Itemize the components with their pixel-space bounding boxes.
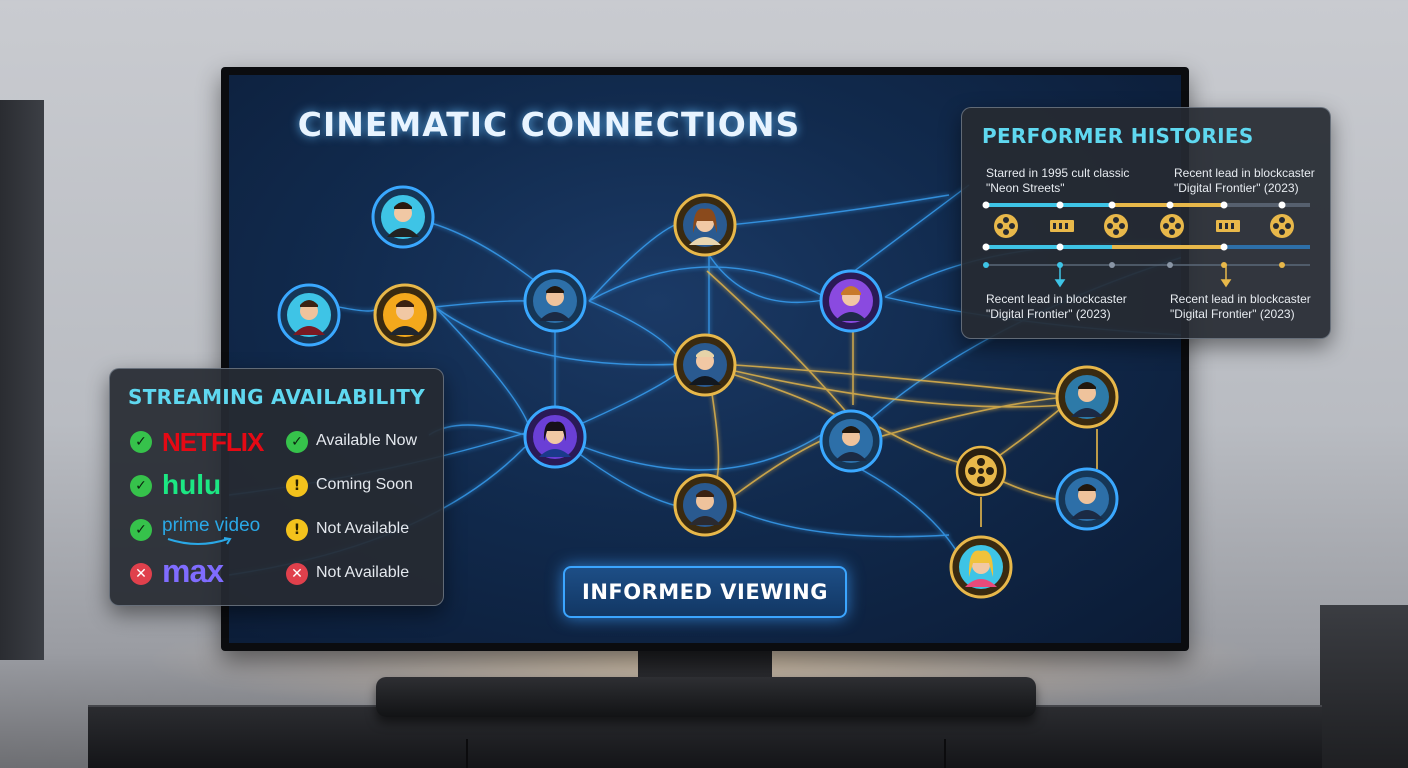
- soundbar: [376, 677, 1036, 717]
- x-icon: ✕: [286, 563, 308, 585]
- film-reel-icon: [955, 445, 1007, 497]
- film-reel-icon: [994, 214, 1018, 238]
- warning-icon: !: [286, 475, 308, 497]
- connection-line: [588, 222, 680, 302]
- history-note: Starred in 1995 cult classic "Neon Stree…: [986, 166, 1130, 195]
- timeline-dot: [1108, 201, 1116, 209]
- avatar: [1055, 467, 1119, 531]
- max-logo: max: [162, 553, 224, 589]
- timeline-dot: [982, 243, 990, 251]
- gold-connection-line: [734, 364, 1066, 396]
- gold-connection-line: [878, 426, 962, 464]
- timeline-dot: [1056, 201, 1064, 209]
- service-status: Not Available: [316, 564, 410, 581]
- speaker-right: [1320, 605, 1408, 768]
- avatar: [673, 193, 737, 257]
- film-strip-icon: [1050, 220, 1074, 232]
- histories-panel-title: PERFORMER HISTORIES: [982, 124, 1254, 148]
- film-reel-icon: [1160, 214, 1184, 238]
- connection-line: [848, 184, 970, 276]
- connection-network: [229, 184, 1181, 599]
- gold-connection-line: [706, 270, 850, 416]
- timeline-dot: [1056, 243, 1064, 251]
- avatar: [673, 333, 737, 397]
- prime-smile-icon: [167, 537, 232, 545]
- avatar: [673, 473, 737, 537]
- service-row-max[interactable]: ✕ max ✕ Not Available: [128, 553, 438, 593]
- history-note: Recent lead in blockcaster "Digital Fron…: [986, 292, 1127, 321]
- timeline-dot: [982, 201, 990, 209]
- avatar: [819, 409, 883, 473]
- connection-line: [338, 306, 377, 312]
- screen-title: CINEMATIC CONNECTIONS: [297, 105, 801, 144]
- streaming-availability-panel: STREAMING AVAILABILITY ✓ NETFLIX ✓ Avail…: [109, 368, 444, 606]
- avatar: [523, 405, 587, 469]
- prime-video-logo: prime video: [162, 515, 261, 536]
- avatar: [373, 283, 437, 347]
- gold-connection-line: [734, 438, 826, 496]
- check-icon: ✓: [286, 431, 308, 453]
- connection-line: [434, 306, 702, 366]
- timeline-dot: [1220, 201, 1228, 209]
- history-note: Recent lead in blockcaster "Digital Fron…: [1174, 166, 1315, 195]
- service-status: Coming Soon: [316, 476, 413, 493]
- connection-line: [728, 194, 950, 226]
- service-row-hulu[interactable]: ✓ hulu ! Coming Soon: [128, 469, 438, 505]
- performer-histories-panel: PERFORMER HISTORIES Starred in 1995 cult…: [961, 107, 1331, 339]
- netflix-logo: NETFLIX: [162, 427, 264, 457]
- warning-icon: !: [286, 519, 308, 541]
- avatar: [523, 269, 587, 333]
- connection-line: [588, 266, 826, 302]
- film-strip-icon: [1216, 220, 1240, 232]
- avatar: [949, 535, 1013, 599]
- streaming-panel-title: STREAMING AVAILABILITY: [128, 385, 426, 409]
- gold-connection-line: [988, 404, 1066, 464]
- informed-viewing-button[interactable]: INFORMED VIEWING: [563, 566, 847, 618]
- gold-connection-line: [878, 396, 1066, 438]
- film-reel-icon: [1270, 214, 1294, 238]
- avatar-nodes: [277, 185, 1119, 599]
- avatar: [1055, 365, 1119, 429]
- gold-connection-line: [734, 370, 1066, 408]
- service-row-prime-video[interactable]: ✓ prime video ! Not Available: [128, 513, 438, 549]
- avatar: [371, 185, 435, 249]
- connection-line: [708, 254, 830, 304]
- check-icon: ✓: [130, 431, 152, 453]
- timeline-dot: [1166, 201, 1174, 209]
- connection-line: [434, 306, 532, 436]
- hulu-logo: hulu: [162, 469, 222, 500]
- check-icon: ✓: [130, 519, 152, 541]
- history-note: Recent lead in blockcaster "Digital Fron…: [1170, 292, 1311, 321]
- avatar: [277, 283, 341, 347]
- avatar: [819, 269, 883, 333]
- connection-line: [588, 300, 682, 364]
- wall-shadow-left: [0, 100, 44, 660]
- timeline-dot: [1278, 201, 1286, 209]
- film-reel-icon: [1104, 214, 1128, 238]
- tv-stand: [638, 648, 772, 682]
- timeline-dot: [1220, 243, 1228, 251]
- connection-line: [852, 464, 960, 556]
- career-timeline: [982, 201, 1310, 288]
- console-divider: [944, 739, 946, 768]
- connection-line: [554, 434, 822, 471]
- console-divider: [466, 739, 468, 768]
- x-icon: ✕: [130, 563, 152, 585]
- check-icon: ✓: [130, 475, 152, 497]
- service-row-netflix[interactable]: ✓ NETFLIX ✓ Available Now: [128, 425, 438, 461]
- connection-line: [704, 494, 950, 538]
- service-status: Available Now: [316, 432, 418, 449]
- connection-line: [434, 300, 530, 308]
- service-status: Not Available: [316, 520, 410, 537]
